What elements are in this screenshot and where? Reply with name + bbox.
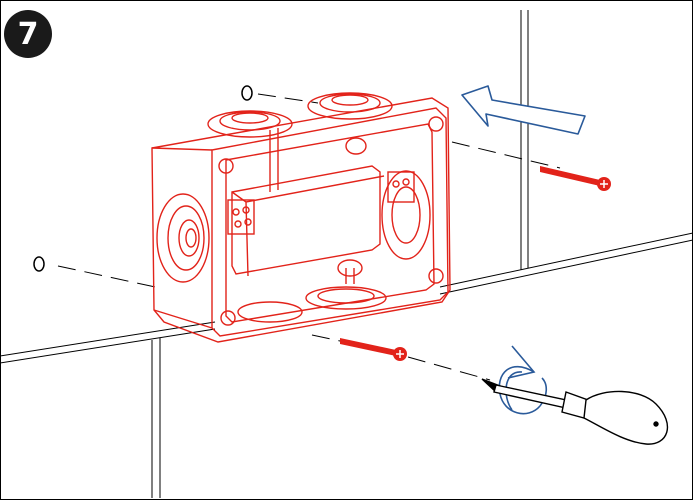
screwdriver-icon (481, 378, 669, 445)
step-number-badge: 7 (4, 10, 52, 58)
junction-box (151, 92, 451, 343)
screw-bottom (340, 338, 407, 361)
alignment-lines (57, 93, 561, 381)
wall-plug-left (33, 256, 45, 272)
wall-plug-top (241, 85, 253, 101)
screw-top-right (540, 166, 611, 191)
rotate-clockwise-icon (498, 345, 548, 415)
arrow-left-icon (461, 85, 586, 135)
